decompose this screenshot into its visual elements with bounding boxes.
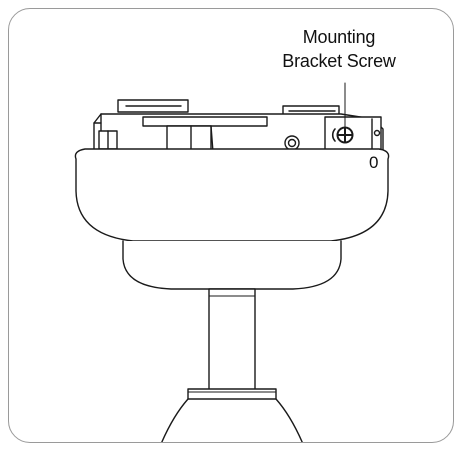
unlock-symbol: 0	[369, 153, 379, 172]
camera-mount-diagram	[74, 82, 390, 442]
mounting-bracket-screw-callout: Mounting Bracket Screw	[259, 25, 419, 73]
mount-stem	[187, 288, 277, 400]
unlock-icon: 0	[369, 153, 378, 173]
illustration-frame: Mounting Bracket Screw 0	[8, 8, 454, 443]
mount-base	[161, 398, 303, 442]
callout-line-1: Mounting	[302, 27, 376, 47]
camera-body	[74, 148, 390, 290]
mounting-bracket-screw-icon	[331, 82, 354, 144]
callout-line-2: Bracket Screw	[282, 51, 396, 71]
bracket-top-assembly	[93, 99, 384, 154]
